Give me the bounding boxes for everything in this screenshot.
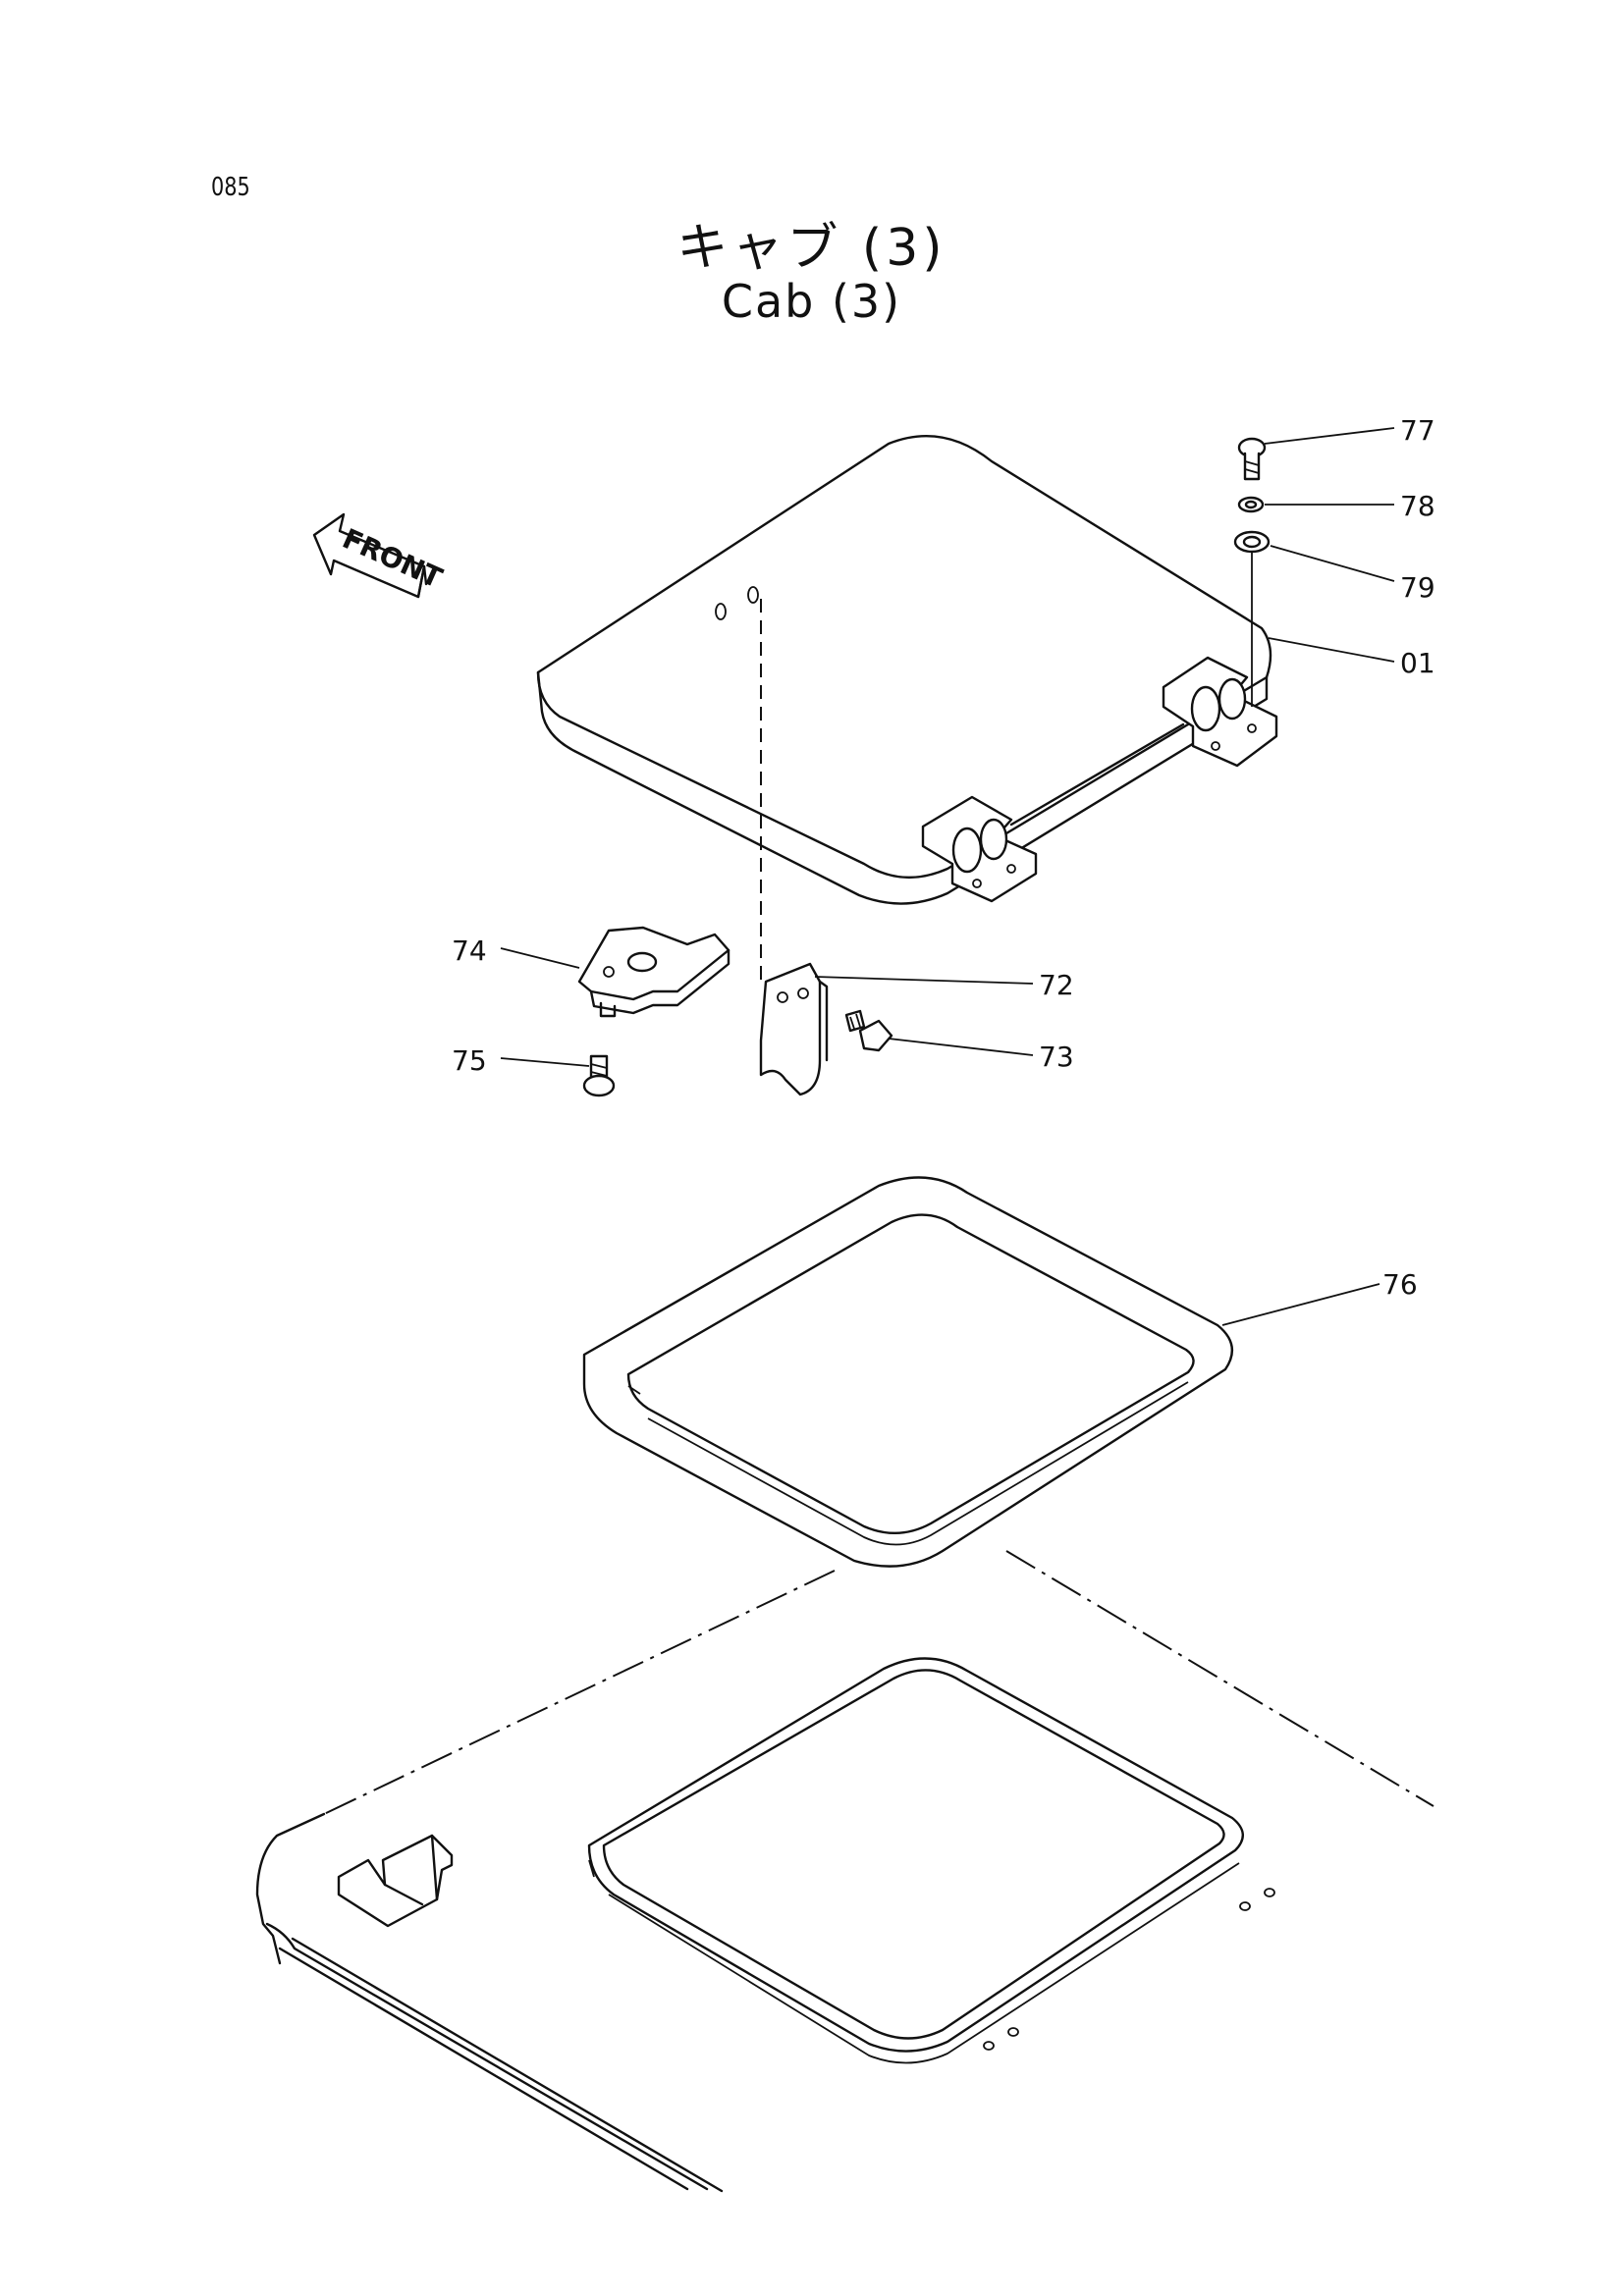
lock-plate-74 [577, 926, 730, 1018]
callout-77: 77 [1400, 414, 1435, 447]
callout-73: 73 [1039, 1041, 1074, 1073]
roof-hatch-panel [536, 434, 1272, 905]
page-code: 085 [211, 173, 250, 202]
callout-78: 78 [1400, 490, 1435, 522]
callout-74: 74 [452, 934, 487, 967]
callout-79: 79 [1400, 571, 1435, 604]
latch-bracket-72 [759, 962, 829, 1096]
washer-79 [1233, 530, 1271, 554]
callout-75: 75 [452, 1044, 487, 1077]
hinge-right [1162, 656, 1278, 768]
spring-washer-78 [1237, 496, 1265, 513]
hinge-left [921, 795, 1038, 903]
front-arrow-icon: FRONT [312, 512, 447, 599]
cab-roof [255, 1657, 1275, 2193]
hatch-seal-76 [582, 1176, 1234, 1568]
title-japanese: キャブ (3) [676, 219, 947, 278]
callout-72: 72 [1039, 969, 1074, 1001]
callout-76: 76 [1382, 1268, 1418, 1301]
screw-75 [582, 1054, 616, 1097]
bolt-73 [844, 1009, 893, 1052]
bolt-77 [1237, 437, 1267, 481]
title-english: Cab (3) [721, 275, 902, 328]
callout-01: 01 [1400, 647, 1435, 679]
